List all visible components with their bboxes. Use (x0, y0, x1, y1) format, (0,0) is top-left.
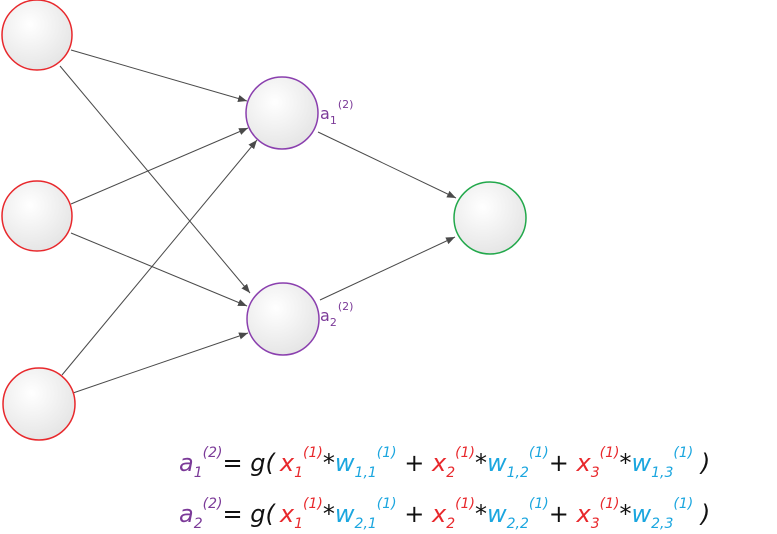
hidden-layer (245, 76, 320, 356)
edge-x3-a1 (61, 139, 258, 376)
input-node-3 (2, 367, 76, 441)
hidden-node-1 (245, 76, 319, 150)
edge-a2-out (319, 236, 456, 301)
edge-x1-a1 (70, 49, 248, 102)
input-node-2 (1, 180, 73, 252)
hidden-node-1-label: a1(2) (320, 98, 353, 127)
hidden-node-2-label: a2(2) (320, 300, 353, 329)
equation-2: a2(2)= g( x1(1)*w2,1(1) + x2(1)*w2,2(1)+… (179, 496, 710, 532)
edge-x2-a2 (70, 232, 248, 307)
hidden-node-2 (246, 282, 320, 356)
equation-1: a1(2)= g( x1(1)*w1,1(1) + x2(1)*w1,2(1)+… (179, 445, 710, 481)
edge-x1-a2 (59, 65, 251, 294)
edges (59, 49, 457, 394)
output-layer (453, 181, 527, 255)
output-node (453, 181, 527, 255)
edge-x2-a1 (70, 127, 249, 205)
input-node-1 (1, 0, 73, 71)
input-layer (1, 0, 76, 441)
edge-x3-a2 (72, 332, 249, 394)
edge-a1-out (317, 131, 457, 199)
equations: a1(2)= g( x1(1)*w1,1(1) + x2(1)*w1,2(1)+… (179, 445, 710, 532)
